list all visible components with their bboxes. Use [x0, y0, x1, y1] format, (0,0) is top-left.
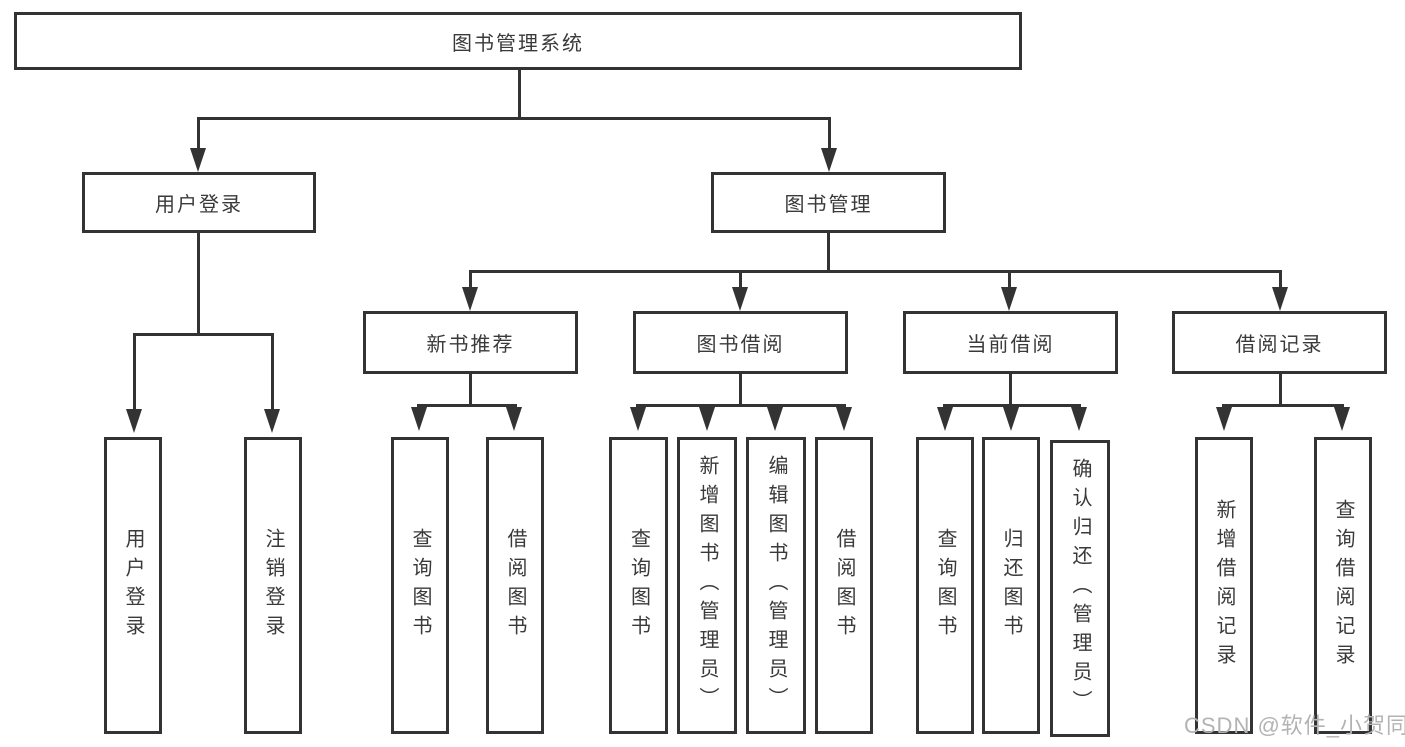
- arrow-down-icon: [1334, 407, 1350, 431]
- arrow-down-icon: [836, 407, 852, 431]
- connector-line: [1222, 404, 1344, 407]
- leaf-logout-login: 注销登录: [244, 437, 302, 734]
- arrow-down-icon: [630, 407, 646, 431]
- arrow-down-icon: [1272, 287, 1288, 311]
- leaf-br-query-record: 查询借阅记录: [1314, 437, 1372, 734]
- connector-line: [197, 117, 831, 120]
- leaf-nbr-borrow-books-label: 借阅图书: [504, 527, 526, 644]
- connector-line: [469, 270, 472, 289]
- leaf-bb-edit-books-admin-label: 编辑图书（管理员）: [765, 455, 787, 716]
- node-borrow-records-label: 借阅记录: [1235, 334, 1324, 356]
- leaf-bb-query-books: 查询图书: [609, 437, 668, 734]
- leaf-bb-borrow-books: 借阅图书: [815, 437, 873, 734]
- connector-line: [636, 404, 846, 407]
- leaf-br-query-record-label: 查询借阅记录: [1332, 498, 1354, 673]
- connector-line: [827, 232, 830, 273]
- connector-line: [133, 333, 136, 410]
- leaf-cb-query-books-label: 查询图书: [934, 527, 956, 644]
- leaf-user-login-label: 用户登录: [122, 527, 144, 644]
- arrow-down-icon: [264, 409, 280, 433]
- arrow-down-icon: [937, 407, 953, 431]
- arrow-down-icon: [1071, 407, 1087, 431]
- node-book-borrow: 图书借阅: [633, 311, 848, 374]
- arrow-down-icon: [411, 407, 427, 431]
- node-book-management-label: 图书管理: [784, 194, 873, 216]
- arrow-down-icon: [190, 148, 206, 172]
- connector-line: [1279, 270, 1282, 289]
- leaf-user-login: 用户登录: [104, 437, 162, 734]
- leaf-bb-add-books-admin: 新增图书（管理员）: [677, 437, 737, 734]
- leaf-br-add-record: 新增借阅记录: [1195, 437, 1253, 734]
- arrow-down-icon: [462, 287, 478, 311]
- connector-line: [739, 270, 742, 289]
- arrow-down-icon: [732, 287, 748, 311]
- arrow-down-icon: [506, 407, 522, 431]
- leaf-cb-confirm-return-admin-label: 确认归还（管理员）: [1069, 458, 1091, 719]
- node-user-login-label: 用户登录: [155, 194, 243, 216]
- node-root: 图书管理系统: [14, 12, 1022, 70]
- connector-line: [1009, 373, 1012, 407]
- connector-line: [197, 232, 200, 336]
- arrow-down-icon: [1001, 287, 1017, 311]
- arrow-down-icon: [126, 409, 142, 433]
- leaf-cb-return-books: 归还图书: [982, 437, 1040, 734]
- leaf-nbr-query-books: 查询图书: [391, 437, 449, 734]
- connector-line: [271, 333, 274, 410]
- leaf-bb-edit-books-admin: 编辑图书（管理员）: [746, 437, 806, 734]
- connector-line: [197, 117, 200, 151]
- arrow-down-icon: [1216, 407, 1232, 431]
- leaf-cb-query-books: 查询图书: [916, 437, 974, 734]
- node-current-borrow-label: 当前借阅: [966, 334, 1055, 356]
- connector-line: [1008, 270, 1011, 289]
- leaf-bb-add-books-admin-label: 新增图书（管理员）: [696, 455, 718, 716]
- node-root-label: 图书管理系统: [452, 32, 584, 55]
- node-new-book-recommend: 新书推荐: [363, 311, 578, 374]
- arrow-down-icon: [767, 407, 783, 431]
- leaf-logout-login-label: 注销登录: [262, 527, 284, 644]
- connector-line: [943, 404, 1081, 407]
- node-new-book-recommend-label: 新书推荐: [426, 334, 515, 356]
- connector-line: [739, 373, 742, 407]
- leaf-bb-borrow-books-label: 借阅图书: [833, 527, 855, 644]
- node-current-borrow: 当前借阅: [903, 311, 1118, 374]
- arrow-down-icon: [821, 148, 837, 172]
- connector-line: [518, 68, 521, 119]
- connector-line: [133, 333, 274, 336]
- leaf-br-add-record-label: 新增借阅记录: [1213, 498, 1235, 673]
- watermark: CSDN @软件_小贺同学: [1184, 713, 1405, 738]
- node-user-login: 用户登录: [82, 172, 316, 233]
- node-book-borrow-label: 图书借阅: [696, 334, 785, 356]
- connector-line: [828, 117, 831, 151]
- leaf-cb-return-books-label: 归还图书: [1000, 527, 1022, 644]
- leaf-cb-confirm-return-admin: 确认归还（管理员）: [1050, 440, 1110, 737]
- node-borrow-records: 借阅记录: [1172, 311, 1387, 374]
- connector-line: [469, 270, 1282, 273]
- connector-line: [469, 373, 472, 407]
- arrow-down-icon: [1003, 407, 1019, 431]
- leaf-nbr-borrow-books: 借阅图书: [486, 437, 544, 734]
- leaf-bb-query-books-label: 查询图书: [627, 527, 650, 644]
- node-book-management: 图书管理: [711, 172, 946, 233]
- connector-line: [417, 404, 517, 407]
- leaf-nbr-query-books-label: 查询图书: [409, 527, 431, 644]
- arrow-down-icon: [699, 407, 715, 431]
- connector-line: [1279, 373, 1282, 407]
